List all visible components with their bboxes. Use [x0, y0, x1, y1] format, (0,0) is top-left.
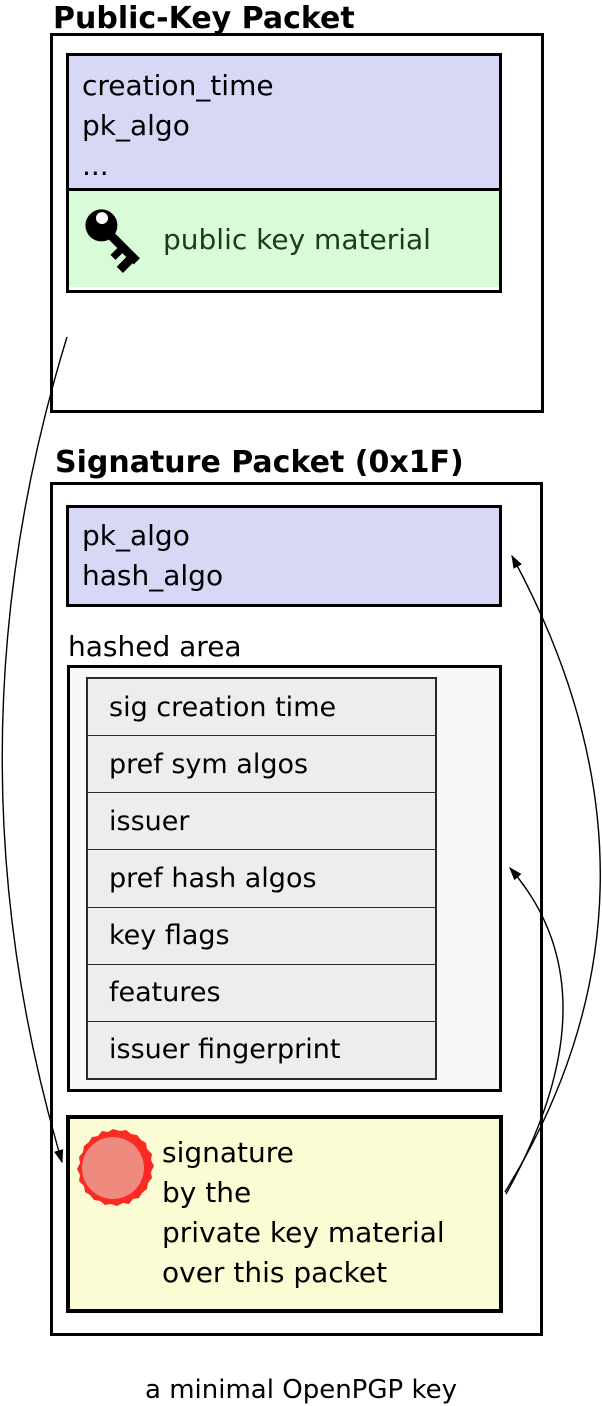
public-key-header-fields: creation_time pk_algo ...	[69, 56, 499, 191]
subpacket-pref-hash-algos: pref hash algos	[88, 850, 435, 908]
diagram-caption: a minimal OpenPGP key	[145, 1375, 457, 1405]
subpacket-sig-creation-time: sig creation time	[88, 679, 435, 737]
signature-header-fields: pk_algo hash_algo	[66, 505, 502, 607]
signature-line: over this packet	[162, 1256, 388, 1289]
field-sig-pk-algo: pk_algo	[82, 519, 190, 552]
subpacket-issuer-fingerprint: issuer fingerprint	[109, 1034, 341, 1066]
public-key-packet-title: Public-Key Packet	[53, 1, 355, 36]
field-creation-time: creation_time	[82, 69, 274, 102]
signature-line: by the	[162, 1176, 252, 1209]
public-key-material-label: public key material	[163, 222, 431, 256]
signature-description: signature by the private key material ov…	[162, 1133, 445, 1293]
subpacket-key-flags: key flags	[88, 908, 435, 965]
key-icon	[85, 209, 140, 273]
subpacket-features: features	[88, 965, 435, 1022]
hashed-subpacket-table: sig creation time pref sym algos issuer …	[86, 677, 437, 1080]
subpacket-pref-sym-algos: pref sym algos	[88, 736, 435, 794]
hashed-area-box: sig creation time pref sym algos issuer …	[67, 665, 502, 1092]
hashed-area-label: hashed area	[68, 630, 242, 663]
signature-packet-title: Signature Packet (0x1F)	[55, 445, 464, 480]
field-sig-hash-algo: hash_algo	[82, 559, 224, 592]
public-key-fields-box: creation_time pk_algo ... public key mat…	[66, 53, 502, 293]
signature-line: private key material	[162, 1216, 445, 1249]
subpacket-issuer: issuer	[88, 793, 435, 851]
field-ellipsis: ...	[82, 149, 109, 182]
signature-value-box: signature by the private key material ov…	[66, 1115, 503, 1313]
signature-line: signature	[162, 1136, 294, 1169]
public-key-material-cell: public key material	[69, 191, 499, 287]
seal-icon	[77, 1129, 154, 1206]
field-pk-algo: pk_algo	[82, 109, 190, 142]
